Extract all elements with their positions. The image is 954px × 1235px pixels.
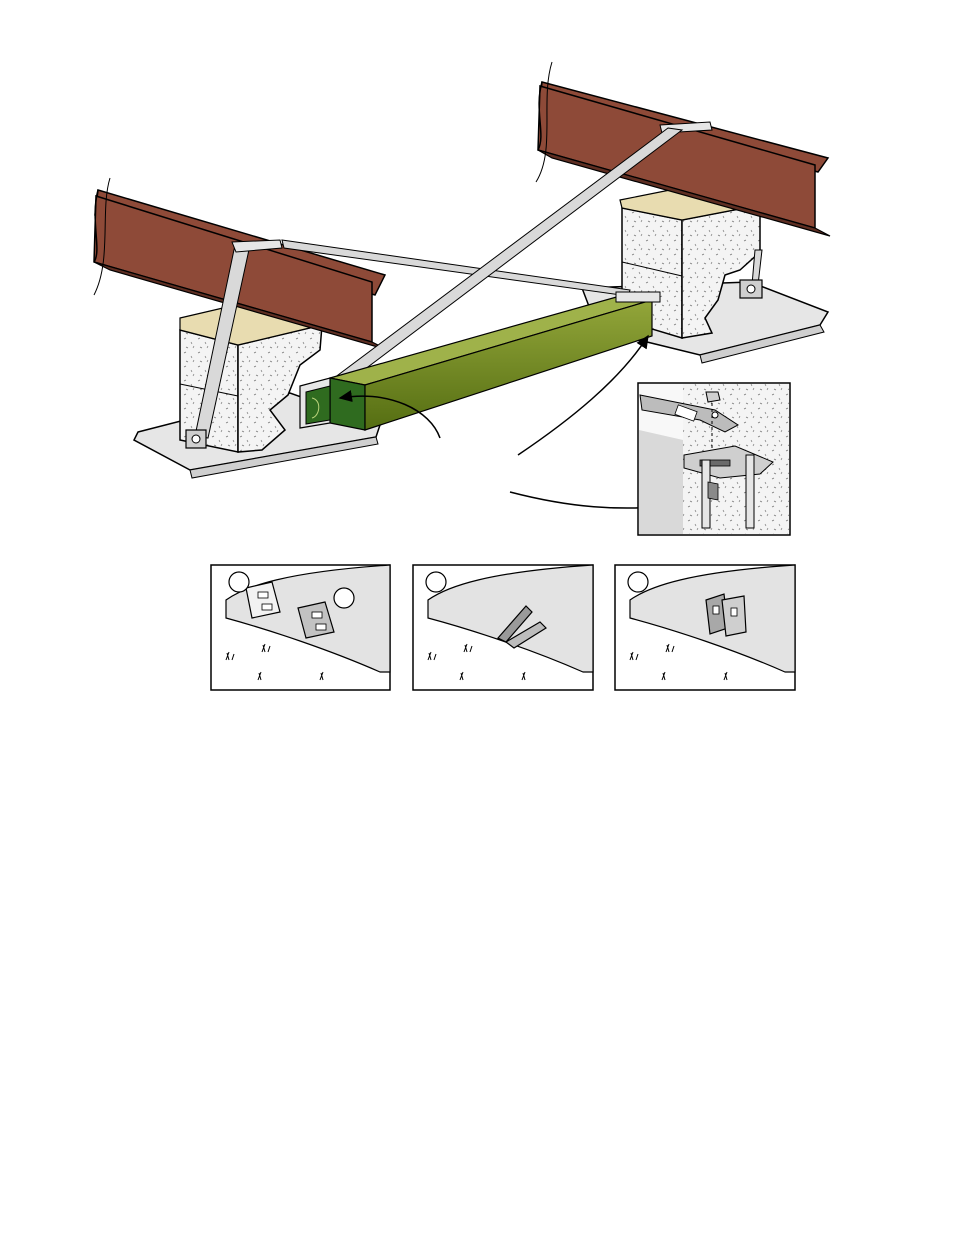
left-strap-anchor-bracket <box>186 430 206 448</box>
step-2-marker <box>426 572 446 592</box>
step-panel-3 <box>615 565 795 690</box>
step-1-marker-b <box>334 588 354 608</box>
step-panel-2 <box>413 565 593 690</box>
step-1-marker-a <box>229 572 249 592</box>
step-3-marker <box>628 572 648 592</box>
bolt-bracket-detail-inset <box>638 383 790 535</box>
right-strap-anchor-bracket <box>740 280 762 298</box>
step-panel-1 <box>211 565 390 690</box>
